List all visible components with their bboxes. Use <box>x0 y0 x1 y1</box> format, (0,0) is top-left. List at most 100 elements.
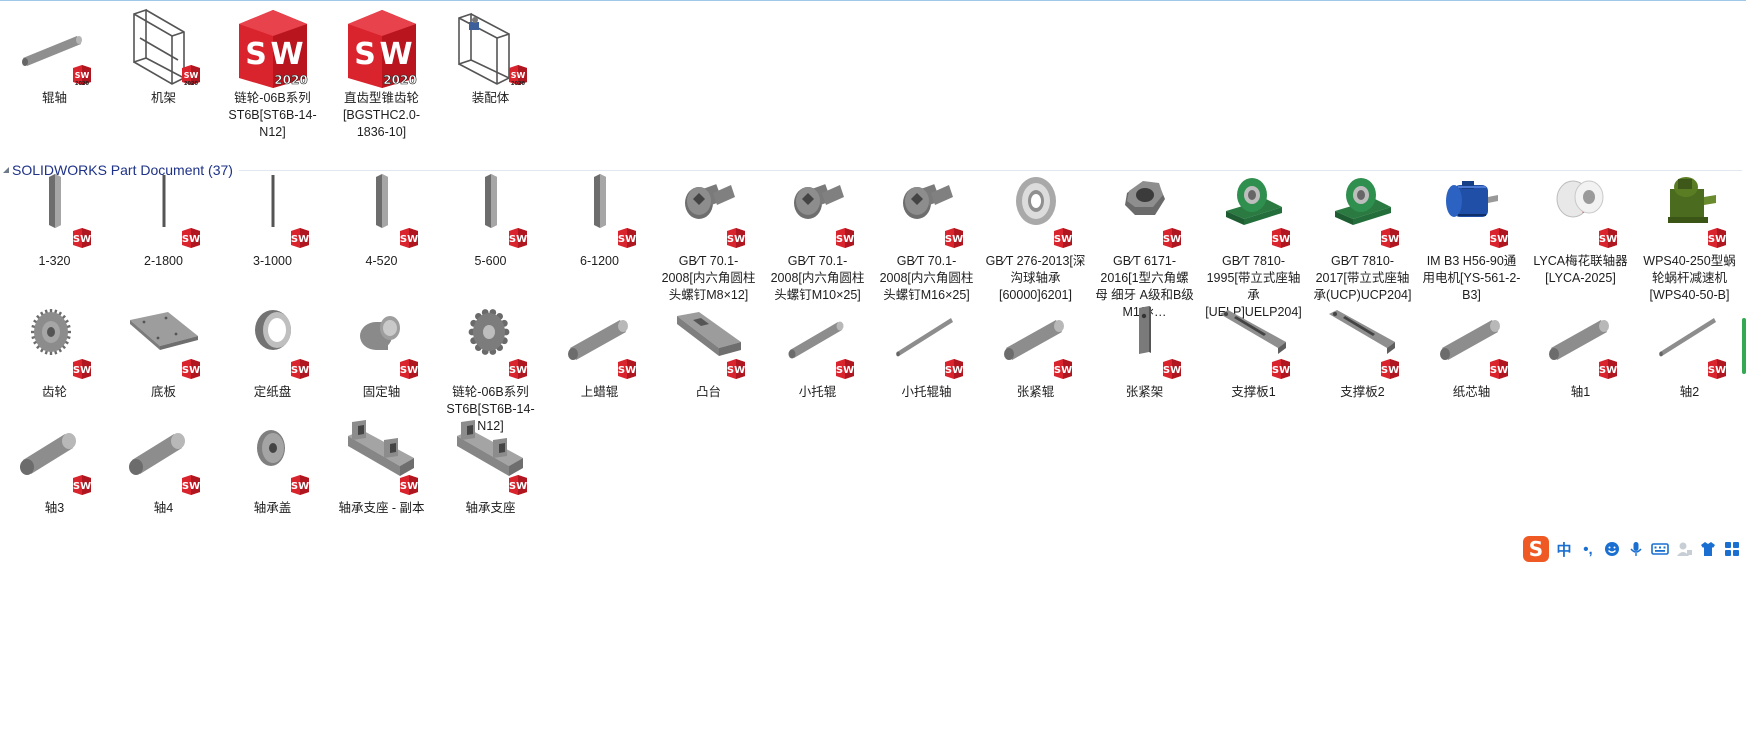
file-item[interactable]: SW 齿轮 <box>0 302 109 435</box>
solidworks-badge-icon: SW <box>617 228 636 248</box>
solidworks-badge-icon: SW <box>399 359 418 379</box>
file-item[interactable]: SW 小托辊轴 <box>872 302 981 435</box>
svg-text:SW: SW <box>1489 234 1507 245</box>
file-item[interactable]: SW 纸芯轴 <box>1417 302 1526 435</box>
ime-language-toggle[interactable]: 中 <box>1556 541 1572 559</box>
top-border <box>0 0 1746 1</box>
svg-text:SW: SW <box>617 234 635 245</box>
chevron-collapse-icon[interactable] <box>2 166 10 174</box>
file-item[interactable]: SW 小托辊 <box>763 302 872 435</box>
file-item[interactable]: SW 轴3 <box>0 418 109 517</box>
file-item[interactable]: SW GB∕T 7810-1995[带立式座轴承[UELP]UELP204] <box>1199 171 1308 321</box>
hex-nut-icon-graphic <box>1124 181 1165 215</box>
file-item-label: 2-1800 <box>144 254 183 268</box>
file-item[interactable]: SW 张紧架 <box>1090 302 1199 435</box>
svg-text:SW: SW <box>1707 365 1725 376</box>
solidworks-badge-icon: SW <box>944 359 963 379</box>
solidworks-badge-icon: SW <box>72 228 91 248</box>
file-item[interactable]: SW 轴1 <box>1526 302 1635 435</box>
file-item[interactable]: SW 上蜡辊 <box>545 302 654 435</box>
svg-text:SW: SW <box>181 365 199 376</box>
user-icon[interactable] <box>1674 539 1694 559</box>
stepped-shaft-icon: SW <box>342 302 422 382</box>
bar-icon: SW <box>342 171 422 251</box>
file-item[interactable]: SW 5-600 <box>436 171 545 321</box>
file-item[interactable]: SW IM B3 H56-90通用电机[YS-561-2-B3] <box>1417 171 1526 321</box>
solidworks-badge-icon: SW <box>508 228 527 248</box>
file-item[interactable]: SW 轴承盖 <box>218 418 327 517</box>
svg-text:2020: 2020 <box>75 81 89 86</box>
svg-text:SW: SW <box>1271 234 1289 245</box>
file-item[interactable]: SW 定纸盘 <box>218 302 327 435</box>
file-item[interactable]: SW 2020 辊轴 <box>0 8 109 141</box>
file-item[interactable]: SW 2020 机架 <box>109 8 218 141</box>
file-item[interactable]: SW 轴4 <box>109 418 218 517</box>
svg-text:SW: SW <box>1380 365 1398 376</box>
file-item[interactable]: SW 固定轴 <box>327 302 436 435</box>
microphone-icon[interactable] <box>1626 539 1646 559</box>
solidworks-badge-icon: SW <box>181 359 200 379</box>
file-item-label: GB∕T 7810-2017[带立式座轴承(UCP)UCP204] <box>1313 254 1412 302</box>
bearing-cover-icon-graphic <box>256 430 285 466</box>
file-item-label: 链轮-06B系列ST6B[ST6B-14-N12] <box>446 385 535 433</box>
file-item[interactable]: SW GB∕T 70.1-2008[内六角圆柱头螺钉M16×25] <box>872 171 981 321</box>
file-item[interactable]: SW GB∕T 7810-2017[带立式座轴承(UCP)UCP204] <box>1308 171 1417 321</box>
file-item[interactable]: SW WPS40-250型蜗轮蜗杆减速机[WPS40-50-B] <box>1635 171 1744 321</box>
file-item[interactable]: SW 轴承支座 - 副本 <box>327 418 436 517</box>
svg-text:SW: SW <box>1162 365 1180 376</box>
scrollbar-thumb[interactable] <box>1742 318 1746 374</box>
file-item-label: 凸台 <box>695 385 721 399</box>
short-shaft-icon: SW <box>124 418 204 498</box>
file-item[interactable]: SW 4-520 <box>327 171 436 321</box>
bar-icon: SW <box>560 171 640 251</box>
gear-reducer-icon: SW <box>1650 171 1730 251</box>
thin-bar-icon-graphic <box>271 175 274 227</box>
skin-icon[interactable] <box>1698 539 1718 559</box>
bar-icon-graphic <box>375 174 388 228</box>
file-item[interactable]: SW 1-320 <box>0 171 109 321</box>
file-item[interactable]: SW 2020 装配体 <box>436 8 545 141</box>
file-item[interactable]: SW 2-1800 <box>109 171 218 321</box>
file-item[interactable]: SW 轴承支座 <box>436 418 545 517</box>
group-header-solidworks-part[interactable]: SOLIDWORKS Part Document (37) <box>0 160 1746 180</box>
file-item[interactable]: SW GB∕T 6171-2016[1型六角螺母 细牙 A级和B级M16×… <box>1090 171 1199 321</box>
keyboard-icon[interactable] <box>1650 539 1670 559</box>
assembly-icon-graphic <box>457 12 510 85</box>
file-item-label: GB∕T 276-2013[深沟球轴承[60000]6201] <box>985 254 1086 302</box>
file-item-label: 辊轴 <box>41 91 67 105</box>
ime-punctuation-toggle[interactable]: •, <box>1583 540 1593 558</box>
file-item[interactable]: SW 凸台 <box>654 302 763 435</box>
file-item[interactable]: SW 6-1200 <box>545 171 654 321</box>
solidworks-badge-icon: SW <box>290 475 309 495</box>
ime-toolbar[interactable]: S 中 •, <box>1522 534 1746 564</box>
file-item[interactable]: SW 张紧辊 <box>981 302 1090 435</box>
plate-icon: SW <box>124 302 204 382</box>
bearing-seat-icon-graphic <box>347 420 414 476</box>
file-item[interactable]: SW 链轮-06B系列ST6B[ST6B-14-N12] <box>436 302 545 435</box>
file-item[interactable]: SW 3-1000 <box>218 171 327 321</box>
file-item[interactable]: SW GB∕T 276-2013[深沟球轴承[60000]6201] <box>981 171 1090 321</box>
svg-text:SW: SW <box>290 481 308 492</box>
toolbox-icon[interactable] <box>1722 539 1742 559</box>
roller-icon-graphic <box>567 320 628 360</box>
file-item[interactable]: SW 支撑板2 <box>1308 302 1417 435</box>
file-item-label: 支撑板1 <box>1231 385 1276 399</box>
file-item[interactable]: SW GB∕T 70.1-2008[内六角圆柱头螺钉M8×12] <box>654 171 763 321</box>
file-item[interactable]: SW GB∕T 70.1-2008[内六角圆柱头螺钉M10×25] <box>763 171 872 321</box>
file-item-label: 装配体 <box>471 91 510 105</box>
file-item[interactable]: SW LYCA梅花联轴器[LYCA-2025] <box>1526 171 1635 321</box>
small-roller-icon: SW <box>778 302 858 382</box>
svg-text:S: S <box>245 37 267 72</box>
file-item[interactable]: SW 支撑板1 <box>1199 302 1308 435</box>
file-item-label: 轴1 <box>1570 385 1591 399</box>
file-item-label: GB∕T 70.1-2008[内六角圆柱头螺钉M10×25] <box>770 254 865 302</box>
file-item[interactable]: SW 轴2 <box>1635 302 1744 435</box>
solidworks-badge-icon: SW <box>508 475 527 495</box>
emoji-icon[interactable] <box>1602 539 1622 559</box>
slotted-plate-icon: SW <box>1214 302 1294 382</box>
file-item[interactable]: SW 底板 <box>109 302 218 435</box>
sogou-logo-icon[interactable]: S <box>1522 535 1550 563</box>
